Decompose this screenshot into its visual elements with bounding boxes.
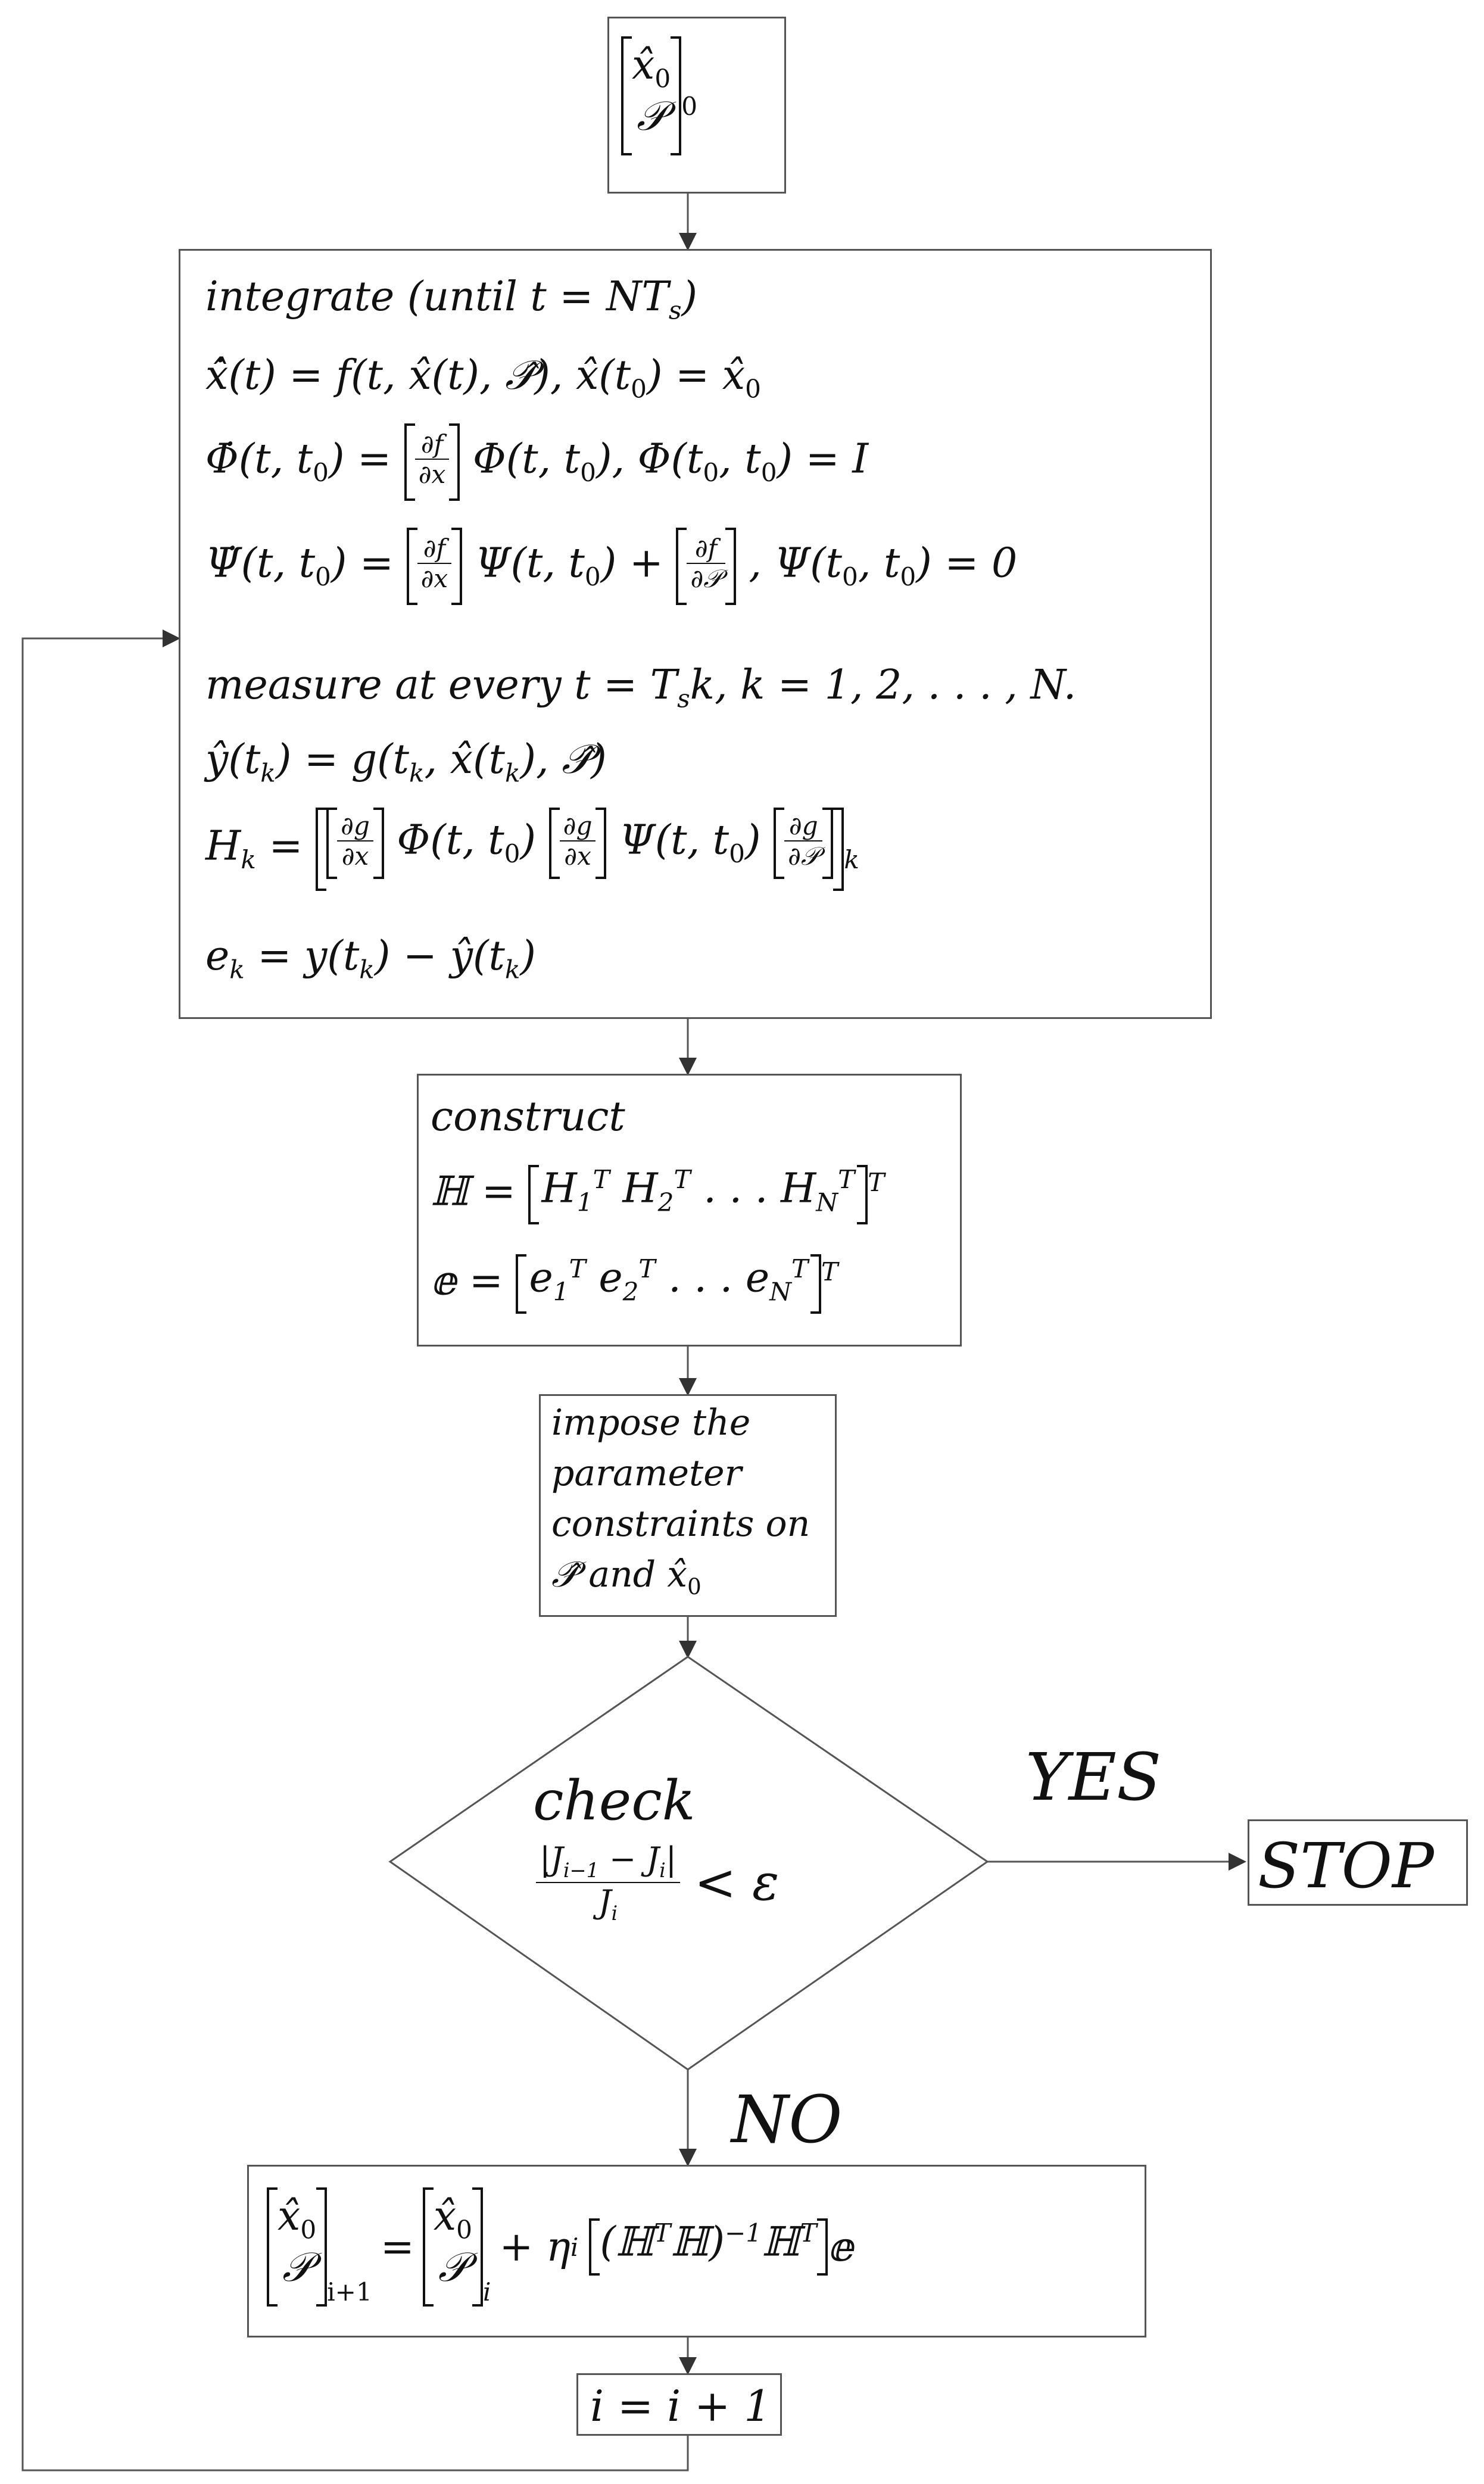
- init-P: 𝒫: [637, 93, 666, 141]
- integrate-line-5: measure at every t = Tsk, k = 1, 2, . . …: [205, 662, 1077, 713]
- decision-title: check: [533, 1769, 696, 1832]
- integrate-line-7: Hk = ∂g∂x Φ(t, t0) ∂g∂x Ψ(t, t0) ∂g∂𝒫 k: [205, 808, 859, 891]
- init-box: x̂0 𝒫 0: [607, 17, 786, 194]
- integrate-line-4: Ψ̇(t, t0) = ∂f∂x Ψ(t, t0) + ∂f∂𝒫 , Ψ(t0,…: [205, 528, 1017, 605]
- construct-H-line: ℍ = H1T H2T . . . HNT T: [431, 1165, 884, 1224]
- stop-label: STOP: [1258, 1830, 1434, 1902]
- integrate-line-8: ek = y(tk) − ŷ(tk): [205, 933, 536, 984]
- loop-back-arrow: [21, 629, 689, 2471]
- construct-e-line: 𝕖 = e1T e2T . . . eNT T: [431, 1254, 838, 1314]
- increment-box: i = i + 1: [576, 2373, 782, 2436]
- stop-box: STOP: [1248, 1819, 1468, 1906]
- integrate-line-3: Φ̇(t, t0) = ∂f∂x Φ(t, t0), Φ(t0, t0) = I: [205, 423, 868, 501]
- constraints-line-4: 𝒫̂ and x̂0: [551, 1554, 702, 1600]
- no-label: NO: [731, 2081, 843, 2158]
- constraints-line-1: impose the: [551, 1402, 751, 1444]
- integrate-box: integrate (until t = NTs) x̂̇(t) = f(t, …: [179, 249, 1212, 1019]
- constraints-line-3: constraints on: [551, 1503, 810, 1545]
- init-subscript: 0: [681, 92, 698, 121]
- decision-condition: |Ji−1 − Ji| Ji < ε: [536, 1840, 779, 1925]
- construct-title: construct: [431, 1093, 625, 1140]
- integrate-line-2: x̂̇(t) = f(t, x̂(t), 𝒫̂), x̂(t0) = x̂0: [205, 352, 761, 404]
- init-x0: x̂: [632, 42, 655, 89]
- init-vector: x̂0 𝒫 0: [621, 36, 697, 155]
- integrate-line-6: ŷ(tk) = g(tk, x̂(tk), 𝒫̂): [205, 736, 607, 788]
- construct-box: construct ℍ = H1T H2T . . . HNT T 𝕖 = e1…: [417, 1074, 962, 1347]
- integrate-line-1: integrate (until t = NTs): [205, 273, 697, 325]
- decision-comparator: < ε: [694, 1853, 780, 1912]
- constraints-box: impose the parameter constraints on 𝒫̂ a…: [539, 1394, 837, 1617]
- increment-label: i = i + 1: [590, 2381, 772, 2431]
- constraints-line-2: parameter: [551, 1453, 742, 1494]
- yes-label: YES: [1025, 1739, 1162, 1815]
